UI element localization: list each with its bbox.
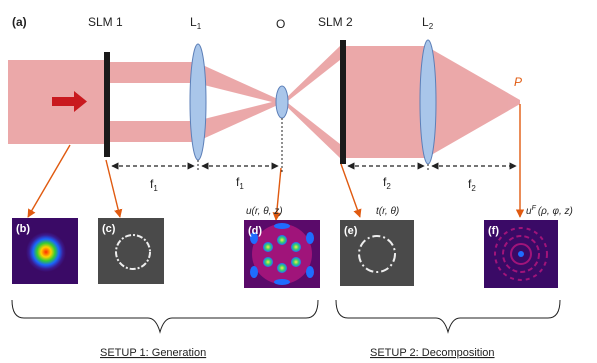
upper-diverging-beam <box>284 46 340 104</box>
uf-field-label: uF(ρ, φ, z) <box>526 205 573 217</box>
f2-label-2: f2 <box>468 177 476 193</box>
panel-label-d: (d) <box>248 225 262 237</box>
object-lens-o <box>275 85 289 119</box>
upper-beam-slm1-l1 <box>108 62 196 83</box>
f1-label-1: f1 <box>150 177 158 193</box>
p-label: P <box>514 75 522 89</box>
panel-b: (b) <box>12 218 78 284</box>
lower-beam-slm1-l1 <box>108 121 196 142</box>
panel-label-b: (b) <box>16 223 30 235</box>
panel-label-c: (c) <box>102 223 116 235</box>
focusing-beam <box>426 46 520 158</box>
f1-label-2: f1 <box>236 175 244 191</box>
panel-label-f: (f) <box>488 225 499 237</box>
panel-f: (f) <box>484 220 558 288</box>
slm1-label: SLM 1 <box>88 15 123 29</box>
pointer-arrows <box>27 104 525 221</box>
l2-label: L2 <box>422 15 434 31</box>
f2-label-1: f2 <box>383 175 391 191</box>
panel-label-e: (e) <box>344 225 358 237</box>
lens-l1 <box>189 43 207 161</box>
slm2-label: SLM 2 <box>318 15 353 29</box>
upper-converging-beam <box>196 62 280 104</box>
setup2-caption: SETUP 2: Decomposition <box>370 347 495 359</box>
u-field-label: u(r, θ, z) <box>246 206 283 217</box>
t-transmission-label: t(r, θ) <box>376 206 399 217</box>
lower-converging-beam <box>196 100 280 142</box>
beam-paths <box>8 46 520 158</box>
slm2-plate <box>340 40 346 164</box>
setup1-caption: SETUP 1: Generation <box>100 347 206 359</box>
beam-slm2-l2 <box>340 46 426 158</box>
setup-braces <box>11 299 561 334</box>
lens-l2 <box>419 39 437 165</box>
o-label: O <box>276 17 285 31</box>
panel-label-a: (a) <box>12 15 27 29</box>
slm1-plate <box>104 52 110 157</box>
l1-label: L1 <box>190 15 202 31</box>
panel-d: (d) <box>244 220 320 288</box>
panel-e: (e) <box>340 220 414 286</box>
panel-c: (c) <box>98 218 164 284</box>
lower-diverging-beam <box>284 100 340 158</box>
input-arrow-icon <box>52 91 87 112</box>
